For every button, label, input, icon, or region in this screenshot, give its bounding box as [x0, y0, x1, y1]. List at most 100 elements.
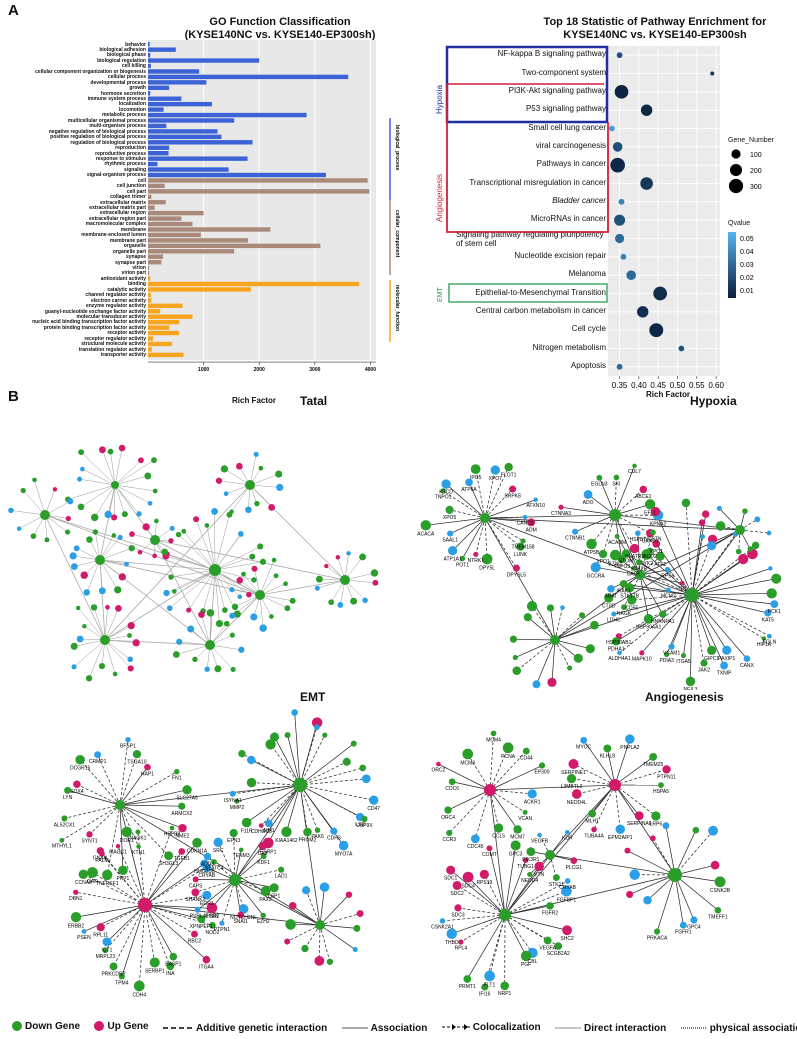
gene-label: CAND2	[517, 520, 534, 526]
gene-node	[445, 505, 454, 514]
go-bar	[148, 265, 150, 270]
gene-label: GPC3	[509, 851, 523, 857]
up-gene-dot	[94, 1021, 105, 1031]
go-category-label: translation regulator activity	[78, 346, 146, 353]
gene-node	[169, 525, 175, 531]
legend-physical-label: physical association	[709, 1022, 797, 1034]
go-bar	[148, 200, 166, 205]
network-edge	[234, 784, 301, 881]
network-edge	[261, 784, 301, 826]
gene-label: FGFR2	[542, 911, 559, 917]
go-category-label: macromolecular complex	[85, 221, 146, 228]
network-edge	[119, 739, 129, 806]
network-edge	[104, 639, 116, 675]
network-edge	[77, 607, 106, 641]
gene-label: CD44	[520, 756, 533, 762]
gene-label: PAXIP1	[718, 656, 735, 662]
go-tick-label: 3000	[309, 367, 320, 373]
go-title-line: GO Function Classification	[209, 16, 351, 28]
gene-label: CRYAB	[559, 885, 576, 891]
network-edge	[267, 784, 301, 844]
network-edge	[573, 763, 616, 786]
gene-node	[90, 604, 98, 611]
gene-label: BFSP1	[120, 743, 136, 749]
network-edge	[169, 569, 216, 609]
network-edge	[614, 784, 621, 830]
network-edge	[639, 574, 664, 615]
gene-node	[105, 604, 110, 610]
gene-node	[194, 906, 201, 913]
gene-node	[369, 795, 379, 805]
network-angiogenesis: ACKR1VCANMCM7CCL5CDC45CCR3ORC4CDC6ORC2MC…	[431, 730, 731, 998]
gene-node	[136, 844, 141, 849]
network-edge	[110, 451, 116, 486]
network-edge	[554, 607, 563, 641]
network-edge	[475, 469, 486, 519]
gene-node	[356, 910, 364, 918]
box-label-hypoxia: Hypoxia	[435, 85, 444, 114]
legend-colocalization: Colocalization	[441, 1022, 541, 1033]
gene-node	[624, 583, 635, 593]
pathway-dot	[640, 104, 653, 116]
gene-node	[766, 530, 772, 536]
gene-node	[124, 561, 129, 567]
network-edge	[646, 554, 693, 596]
go-category-label: localization	[118, 101, 146, 108]
legend-down-label: Down Gene	[25, 1020, 81, 1032]
network-edge	[560, 506, 616, 516]
go-bar	[148, 101, 212, 107]
gene-node	[111, 514, 118, 521]
gene-node	[86, 831, 93, 838]
gene-node	[454, 904, 462, 912]
network-edge	[456, 885, 506, 916]
gene-label: KPNA2	[650, 522, 667, 528]
gene-label: MCM4	[486, 737, 501, 743]
gene-node	[246, 777, 257, 788]
pathway-label: PI3K-Akt signaling pathway	[508, 85, 606, 95]
network-edge	[531, 605, 556, 641]
gene-label: ORC2	[431, 767, 445, 773]
go-bar	[148, 74, 349, 80]
gene-node	[446, 829, 453, 837]
hub-node	[609, 509, 621, 521]
network-edge	[691, 593, 772, 596]
network-edge	[154, 539, 346, 581]
hub-node	[229, 874, 241, 886]
go-bar	[148, 112, 307, 118]
gene-node	[635, 530, 641, 537]
gene-label: HSP90AB1	[606, 640, 632, 646]
pathway-dot	[614, 214, 626, 226]
go-category-label: membrane part	[109, 237, 146, 244]
network-edge	[638, 562, 693, 596]
gene-label: ACADM	[608, 540, 626, 546]
go-category-label: catalytic activity	[107, 286, 146, 293]
network-edge	[691, 594, 768, 614]
go-tick-label: 2000	[254, 367, 265, 373]
network-edge	[299, 784, 321, 926]
go-xlabel: Rich Factor	[232, 396, 277, 405]
network-edge	[442, 490, 486, 519]
gene-label: MLH1	[586, 819, 600, 825]
gene-node	[650, 529, 656, 536]
gene-node	[127, 665, 134, 672]
gene-label: MRPL23	[96, 954, 116, 960]
go-category-label: virion	[132, 264, 146, 271]
gene-node	[258, 465, 264, 471]
gene-label: EGLN	[763, 639, 777, 645]
gene-node	[191, 888, 200, 897]
pathway-label: Bladder cancer	[552, 195, 606, 205]
network-edge	[614, 514, 641, 576]
gene-label: CALR	[627, 572, 641, 578]
gene-label: PTPN11	[657, 775, 676, 781]
gene-node	[586, 538, 597, 550]
network-edge	[504, 914, 568, 931]
network-edge	[217, 842, 236, 881]
gene-label: CTNNA3	[551, 511, 571, 517]
gene-label: LAD1	[275, 874, 288, 880]
network-edge	[94, 484, 116, 518]
network-edge	[171, 569, 216, 578]
network-edge	[618, 594, 693, 637]
gene-node	[494, 823, 504, 833]
